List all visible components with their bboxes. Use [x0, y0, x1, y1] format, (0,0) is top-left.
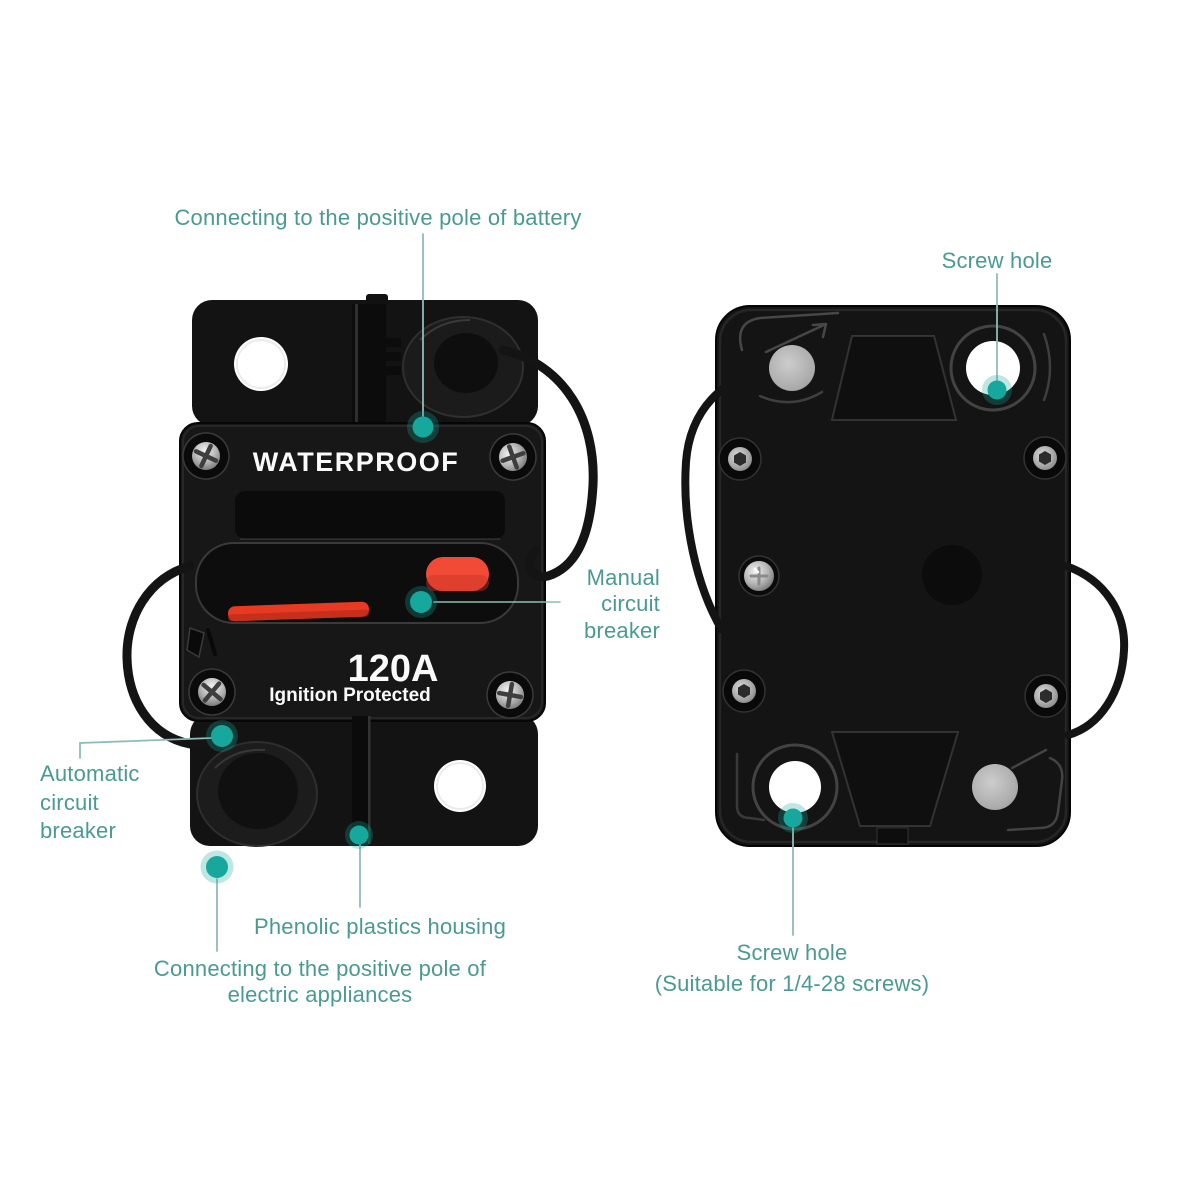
back-screw-upper-right [1023, 436, 1067, 480]
notch-slash [206, 628, 217, 656]
callout-dot-automatic [211, 725, 233, 747]
slot-diagonal-arrow [764, 322, 828, 354]
hole-bracket [735, 752, 766, 822]
back-mounting-slot-bottom-right [972, 748, 1064, 832]
wire-tether-left [122, 561, 229, 750]
reset-button-shade [426, 575, 489, 591]
back-trapezoid-bottom [830, 731, 960, 827]
cap-top [434, 333, 498, 393]
stud-highlight [355, 304, 358, 424]
callout-dot-screw-hole-top [987, 380, 1007, 400]
back-screw-lower-left [722, 669, 766, 713]
callouts [79, 233, 1012, 952]
back-bottom-tab-detail [876, 827, 909, 845]
terminal-cap-bottom [196, 741, 318, 847]
front-mounting-hole-top [234, 337, 288, 391]
ignition-protected-label: Ignition Protected [269, 685, 431, 706]
label-manual-circuit-breaker: Manual circuit breaker [550, 565, 660, 644]
back-plug-circle [922, 545, 982, 605]
hole-opening [966, 341, 1020, 395]
label-line: breaker [40, 818, 116, 844]
label-screw-hole-bottom: Screw hole (Suitable for 1/4-28 screws) [642, 938, 942, 1000]
stud-tooth [386, 352, 401, 361]
slot-outline [1006, 756, 1064, 832]
front-mounting-hole-top-rim [236, 339, 286, 389]
hole-ring [949, 324, 1037, 412]
breaker-front-view: WATERPROOF 120A Ignition Protected [122, 294, 598, 847]
waterproof-label: WATERPROOF [253, 447, 460, 477]
label-line: circuit [601, 591, 660, 617]
cap-highlight [214, 748, 266, 769]
trip-lever-shade [228, 609, 370, 622]
front-mounting-hole-bottom-rim [436, 762, 484, 810]
stud-tooth [386, 366, 401, 375]
cap-top [218, 753, 298, 829]
label-line: Automatic [40, 761, 140, 786]
callout-dot-phenolic [349, 825, 369, 845]
label-line: Screw hole [736, 940, 848, 965]
slot-outline [738, 311, 840, 352]
callout-dot-screw-hole-bottom [783, 808, 803, 828]
front-mounting-hole-bottom [434, 760, 486, 812]
trip-lever [228, 601, 370, 622]
label-line: (Suitable for 1/4-28 screws) [654, 970, 930, 996]
back-body [715, 305, 1071, 847]
callout-dot-appliances [206, 856, 228, 878]
wire-tether-right [498, 345, 598, 582]
label-line: circuit [40, 789, 99, 815]
stud-tooth [386, 338, 401, 347]
amperage-label: 120A [348, 648, 439, 690]
groove-slot [352, 716, 369, 844]
back-screw-lower-right [1024, 674, 1068, 718]
back-center-screw [738, 555, 780, 597]
back-wire-right [1062, 562, 1129, 739]
notch-shape [186, 626, 205, 659]
breaker-back-view [681, 305, 1129, 847]
label-battery-connection: Connecting to the positive pole of batte… [174, 205, 582, 230]
slot-under-curve [758, 390, 824, 404]
slot-diagonal [1010, 748, 1048, 770]
label-line: electric appliances [227, 982, 413, 1008]
back-screw-hole-top-right [949, 324, 1052, 412]
front-recess-band [235, 491, 505, 539]
screw-cross [749, 566, 769, 586]
back-wire-left [681, 364, 768, 634]
hole-ring [751, 743, 839, 831]
reset-button [426, 557, 489, 591]
terminal-stud [352, 294, 401, 424]
label-line: Manual [586, 565, 660, 590]
bottom-center-groove [352, 716, 371, 844]
label-screw-hole-top: Screw hole [941, 248, 1053, 273]
label-automatic-circuit-breaker: Automatic circuit breaker [40, 760, 210, 846]
terminal-cap-top [402, 316, 524, 418]
callout-dot-manual [410, 591, 432, 613]
label-line: breaker [584, 617, 660, 643]
side-notch [186, 626, 217, 659]
hole-bracket [1042, 332, 1052, 402]
slot-metal-insert [769, 345, 815, 391]
label-line: Connecting to the positive pole of [153, 956, 487, 981]
callout-line-automatic [79, 737, 213, 759]
back-mounting-slot-top-left [738, 311, 840, 404]
screw-sparkle [753, 567, 760, 574]
back-trapezoid-top [830, 335, 958, 421]
back-screw-hole-bottom-left [735, 743, 839, 831]
label-appliance-connection: Connecting to the positive pole of elect… [120, 956, 520, 1009]
callout-dot-battery [412, 416, 434, 438]
hole-opening [769, 761, 821, 813]
slot-metal-insert [972, 764, 1018, 810]
stud-top-nub [366, 294, 388, 304]
back-screw-upper-left [718, 437, 762, 481]
label-phenolic-housing: Phenolic plastics housing [253, 914, 507, 939]
reset-button-face [426, 557, 489, 591]
groove-highlight [368, 716, 371, 844]
